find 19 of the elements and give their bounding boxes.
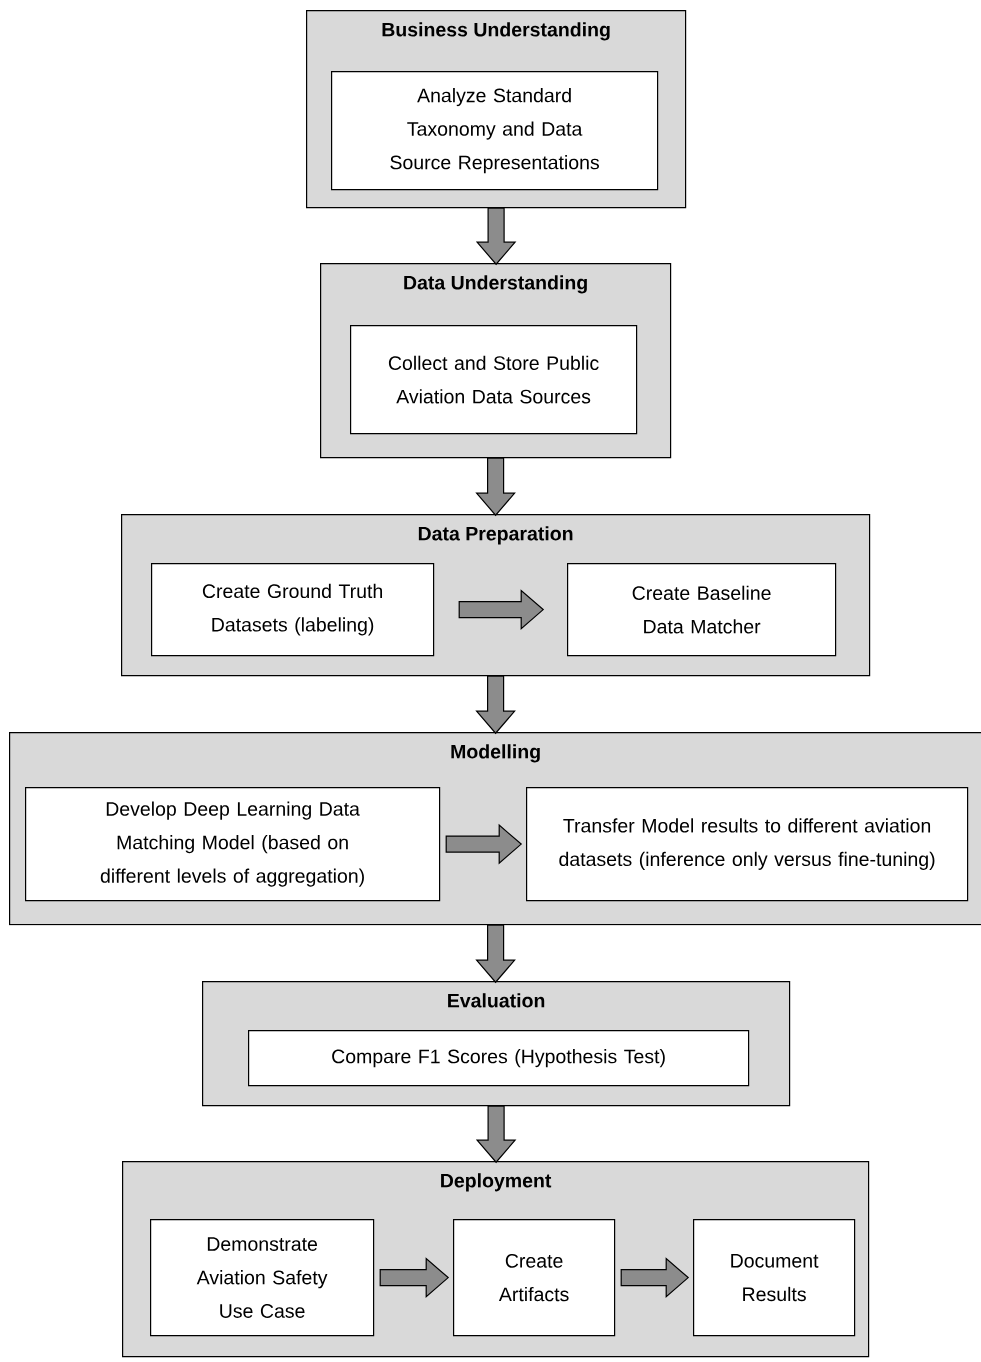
block-arrow xyxy=(475,924,516,984)
step-box: Develop Deep Learning Data Matching Model (based on different levels of aggregation) xyxy=(25,787,441,902)
block-arrow xyxy=(475,207,517,266)
step-box: Create Ground Truth Datasets (labeling) xyxy=(151,563,435,657)
step-box: Collect and Store Public Aviation Data Sources xyxy=(350,325,638,435)
block-arrow xyxy=(475,1105,517,1164)
block-arrow xyxy=(445,823,523,865)
block-arrow xyxy=(379,1257,450,1298)
step-box: Compare F1 Scores (Hypothesis Test) xyxy=(248,1030,750,1087)
block-arrow xyxy=(458,589,545,630)
step-box: Transfer Model results to different aviation datasets (inference only versus fine-tuning) xyxy=(526,787,969,902)
step-box: Create Baseline Data Matcher xyxy=(567,563,837,657)
block-arrow xyxy=(475,675,516,735)
block-arrow xyxy=(475,457,516,517)
step-box: Demonstrate Aviation Safety Use Case xyxy=(150,1219,375,1337)
block-arrow xyxy=(620,1257,690,1298)
step-box: Document Results xyxy=(693,1219,856,1337)
step-box: Create Artifacts xyxy=(453,1219,616,1337)
step-box: Analyze Standard Taxonomy and Data Source Representations xyxy=(331,71,659,191)
